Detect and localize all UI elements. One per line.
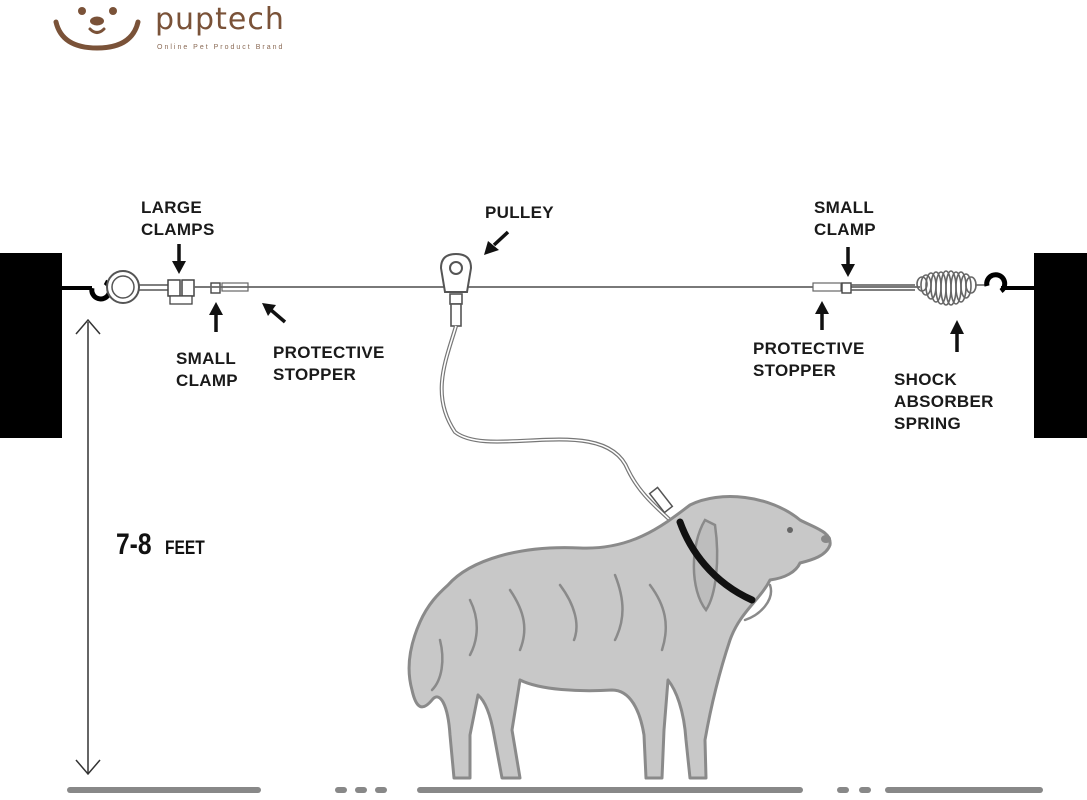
dog-collar	[676, 518, 756, 604]
right-hook	[984, 272, 1034, 294]
callout-arrows	[172, 230, 964, 352]
protective-stopper-right	[812, 282, 842, 292]
large-clamps-label: LARGE CLAMPS	[141, 198, 215, 239]
small-clamp-right	[841, 282, 852, 294]
pulley	[439, 252, 473, 327]
lead-cable	[439, 325, 674, 524]
left-hook	[62, 279, 113, 302]
small-clamp-right-label: SMALL CLAMP	[814, 198, 876, 239]
small-clamp-left	[210, 282, 221, 294]
shock-absorber-spring	[916, 270, 986, 306]
left-cable-loop	[106, 270, 170, 304]
left-post	[0, 253, 62, 438]
dog-illustration	[407, 495, 832, 780]
pulley-label: PULLEY	[485, 203, 554, 222]
large-clamps	[167, 279, 195, 305]
height-dimension-arrow	[75, 318, 101, 776]
right-post	[1034, 253, 1087, 438]
protective-stopper-left-label: PROTECTIVE STOPPER	[273, 343, 385, 384]
height-unit: FEET	[165, 538, 205, 559]
protective-stopper-right-label: PROTECTIVE STOPPER	[753, 339, 865, 380]
shock-absorber-label: SHOCK ABSORBER SPRING	[894, 370, 994, 433]
lead-clip	[648, 486, 674, 514]
brand-name: puptech	[155, 2, 285, 37]
dog-face-icon	[53, 7, 141, 51]
small-clamp-left-label: SMALL CLAMP	[176, 349, 238, 390]
height-value: 7-8	[116, 528, 152, 561]
brand-tagline: Online Pet Product Brand	[157, 44, 285, 51]
